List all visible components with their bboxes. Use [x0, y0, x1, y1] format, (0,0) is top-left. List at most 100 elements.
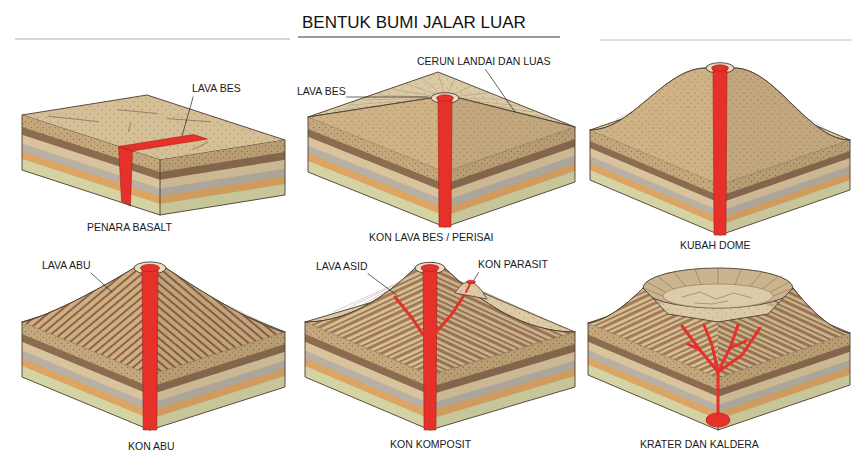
magma-conduit: [142, 269, 158, 430]
rock-stratum: [22, 358, 150, 419]
cut-edge: [588, 288, 718, 323]
caldera-crust: [682, 292, 752, 299]
magma-conduit: [713, 69, 727, 235]
composite-cone: [305, 262, 575, 430]
caldera-wall-line: [674, 272, 686, 286]
rock-stratum: [588, 365, 718, 430]
surface-crack: [118, 110, 157, 114]
surface-crack: [167, 119, 210, 122]
crater-lava: [421, 265, 439, 272]
face-shade: [160, 140, 285, 215]
leader-line: [368, 274, 398, 296]
leader-line: [486, 69, 515, 112]
face-shade: [430, 268, 575, 430]
caldera-wall-line: [735, 269, 741, 285]
cut-edge: [150, 268, 285, 332]
cut-edge: [305, 268, 430, 322]
rock-stratum: [308, 153, 445, 216]
feature-label: KON PARASIT: [478, 258, 548, 270]
plateau-block: [22, 95, 285, 215]
landform-caption: KUBAH DOME: [680, 239, 751, 251]
cut-edge: [22, 268, 150, 322]
magma-conduit: [423, 269, 437, 430]
slope-line: [460, 93, 486, 96]
slope-line: [423, 79, 438, 92]
cut-edge: [445, 98, 575, 127]
cinder-cone: [22, 262, 285, 430]
leader-line: [91, 273, 112, 292]
rock-stratum: [305, 366, 430, 430]
slope-line: [408, 84, 433, 93]
landform-caption: KON KOMPOSIT: [390, 438, 471, 450]
caldera-floor: [663, 284, 773, 308]
block-edge: [305, 322, 575, 430]
rock-stratum: [590, 170, 720, 235]
crater-lava: [437, 95, 454, 101]
cut-edge: [720, 68, 850, 140]
landform-caption: PENARA BASALT: [87, 221, 172, 233]
parasitic-crater: [467, 280, 476, 284]
face-shade: [718, 288, 850, 430]
lava-dike: [119, 147, 133, 207]
caldera-wall-line: [762, 276, 778, 289]
feature-label: LAVA BES: [192, 82, 241, 94]
slope-line: [379, 95, 430, 97]
leader-line: [474, 273, 478, 280]
leader-line: [347, 97, 428, 98]
lava-dome: [590, 63, 850, 235]
caldera-wall-line: [750, 272, 762, 286]
cut-edge: [430, 268, 575, 332]
block-edge: [588, 323, 850, 430]
caldera-wall-line: [657, 276, 673, 289]
lava-branch: [431, 292, 466, 338]
rock-stratum: [22, 151, 160, 204]
magma-branch: [718, 328, 760, 372]
lava-fissure: [119, 135, 208, 152]
leader-line: [182, 97, 193, 136]
magma-branch: [730, 341, 746, 348]
feature-label: LAVA ASID: [316, 260, 368, 272]
caldera-wall-line: [695, 269, 701, 285]
magma-branch: [682, 326, 718, 372]
slope-line: [439, 74, 444, 92]
slope-line: [448, 80, 454, 92]
title-rule: [15, 39, 290, 40]
title-underline: [298, 37, 560, 38]
rock-stratum: [590, 163, 720, 226]
crater-lava: [712, 65, 729, 71]
rock-stratum: [22, 366, 150, 430]
feature-label: CERUN LANDAI DAN LUAS: [417, 55, 551, 67]
caldera-crust: [695, 301, 728, 304]
caldera-rim: [643, 268, 793, 308]
surface-crack: [48, 116, 98, 121]
title-rule: [600, 40, 852, 41]
face-shade: [445, 98, 575, 227]
caldera-wall-line: [718, 268, 719, 284]
slope-line: [455, 86, 470, 93]
ground-line: [588, 323, 850, 378]
lava-branch: [466, 284, 470, 292]
rock-stratum: [305, 358, 430, 419]
cut-edge: [590, 68, 720, 130]
diagram-title: BENTUK BUMI JALAR LUAR: [302, 13, 526, 33]
magma-branch: [704, 325, 718, 372]
block-edge: [160, 160, 161, 215]
landform-caption: KRATER DAN KALDERA: [640, 438, 759, 450]
lava-branch: [395, 297, 430, 345]
block-edge: [22, 115, 285, 215]
magma-branch: [688, 344, 700, 350]
face-shade: [720, 68, 850, 235]
landform-caption: KON LAVA BES / PERISAI: [369, 231, 494, 243]
surface-crack: [193, 142, 208, 149]
face-shade: [150, 268, 285, 430]
rock-stratum: [588, 357, 718, 420]
caldera-wall-line: [647, 282, 666, 292]
crater-lava: [140, 264, 159, 271]
magma-conduit: [438, 99, 452, 227]
caldera-volcano: [588, 267, 850, 430]
rock-stratum: [22, 159, 160, 215]
parasitic-cone: [455, 282, 487, 299]
feature-label: LAVA ABU: [42, 259, 91, 271]
shield-volcano: [308, 72, 575, 227]
